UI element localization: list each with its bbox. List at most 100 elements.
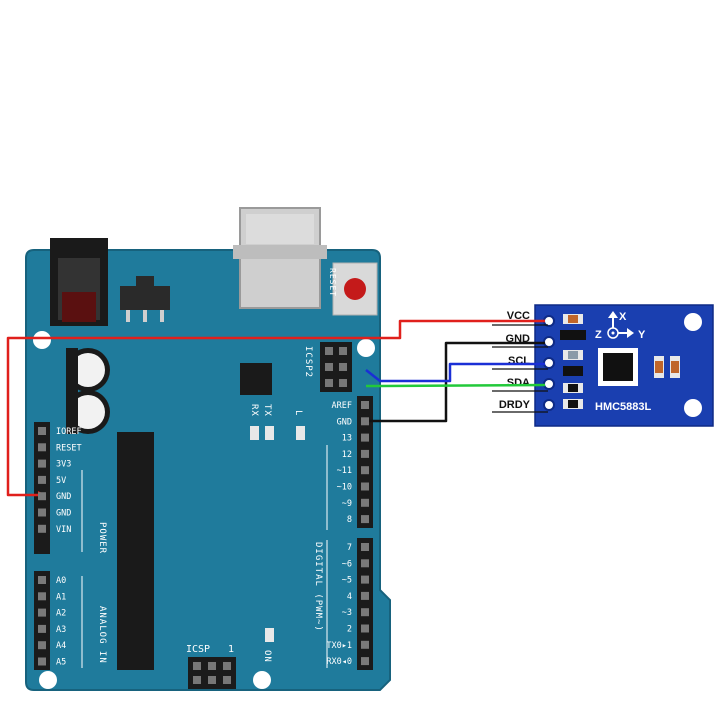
digital-pin-hole (361, 417, 369, 426)
wire-scl-to-scl (365, 362, 545, 383)
digital-pin-label: RX0◂0 (326, 657, 352, 667)
led-indicators: TX RX L (249, 404, 305, 440)
analog-pin-label: A3 (56, 625, 66, 635)
sensor-pin-holes (543, 315, 555, 411)
digital-pin-label: 7 (347, 543, 352, 553)
digital-pin-label: 12 (342, 450, 352, 460)
axis-indicator: X Y Z (595, 311, 646, 341)
microcontroller-chip (117, 432, 154, 670)
digital-pin-label: ~3 (342, 608, 352, 618)
reset-button: RESET (328, 262, 378, 316)
usb-connector (233, 207, 327, 309)
hmc5883l-module: X Y Z HMC5883L (534, 304, 714, 427)
digital-pin-hole (361, 575, 369, 584)
digital-pin-hole (361, 657, 369, 666)
capacitor (66, 390, 110, 434)
wire-sda-to-sda (366, 383, 546, 388)
sensor-name: HMC5883L (595, 401, 652, 413)
digital-bottom-header (357, 538, 373, 670)
power-header (34, 422, 50, 554)
icsp-header: ICSP 1 (186, 644, 236, 689)
digital-pin-label: 2 (347, 625, 352, 635)
digital-pin-hole (361, 543, 369, 551)
digital-pin-hole (361, 591, 369, 600)
smd-components (560, 314, 680, 409)
digital-top-header (357, 396, 373, 528)
z-axis-label: Z (595, 329, 602, 341)
digital-pin-label: 8 (347, 515, 352, 525)
digital-pin-label: ~6 (342, 559, 352, 569)
l-led (296, 426, 305, 440)
usb-chip (240, 363, 272, 395)
reset-label: RESET (328, 268, 337, 297)
power-pin-label: 5V (56, 476, 66, 486)
magnetometer-chip (598, 348, 638, 386)
sensor-pin-sda: SDA (507, 377, 530, 389)
analog-header-label: ANALOG IN (97, 606, 107, 664)
digital-pin-hole (361, 482, 369, 491)
digital-pin-hole (361, 433, 369, 442)
icsp-pin1-label: 1 (228, 644, 234, 655)
analog-pin-hole (38, 641, 46, 650)
digital-pin-label: ~10 (337, 483, 352, 493)
digital-pin-label: ~11 (337, 466, 352, 476)
power-jack (50, 238, 108, 326)
digital-pin-hole (361, 559, 369, 568)
power-pin-label: GND (56, 509, 71, 519)
power-pin-hole (38, 524, 46, 533)
icsp-label: ICSP (186, 644, 210, 655)
power-header-label: POWER (97, 522, 107, 554)
digital-pin-hole (361, 515, 369, 524)
analog-pin-hole (38, 592, 46, 601)
analog-pin-hole (38, 576, 46, 584)
mounting-hole (39, 671, 57, 689)
icsp2-header: ICSP2 (303, 342, 352, 392)
power-pin-label: VIN (56, 525, 71, 535)
wires (6, 319, 546, 497)
analog-pin-label: A2 (56, 609, 66, 619)
sensor-pin-underlines (492, 324, 548, 413)
x-axis-arrow-icon (608, 311, 618, 318)
power-pin-hole (38, 443, 46, 452)
sensor-pin-drdy: DRDY (499, 399, 531, 411)
power-pin-hole (38, 508, 46, 517)
x-axis-label: X (619, 311, 627, 323)
header-pins: IOREFRESET3V35VGNDGNDVINA0A1A2A3A4A5AREF… (38, 401, 369, 668)
digital-pin-hole (361, 640, 369, 649)
voltage-regulator (120, 276, 170, 322)
digital-pin-label: 13 (342, 434, 352, 444)
digital-pin-hole (361, 449, 369, 458)
capacitor (66, 348, 110, 392)
y-axis-label: Y (638, 329, 646, 341)
on-led: ON (262, 628, 274, 663)
rx-led (250, 426, 259, 440)
rx-label: RX (249, 404, 259, 417)
digital-pin-label: AREF (332, 401, 352, 411)
tx-led (265, 426, 274, 440)
analog-pin-label: A1 (56, 592, 66, 602)
digital-pin-label: TX0▸1 (326, 641, 352, 651)
digital-pin-hole (361, 466, 369, 475)
icsp2-label: ICSP2 (303, 346, 313, 378)
mounting-hole (33, 331, 51, 349)
mounting-hole (684, 399, 702, 417)
digital-header-label: DIGITAL (PWM~) (313, 542, 323, 632)
analog-pin-hole (38, 657, 46, 666)
digital-pin-label: 4 (347, 592, 352, 602)
y-axis-arrow-icon (627, 328, 634, 338)
wire-5v-to-vcc (6, 319, 545, 497)
analog-pin-label: A5 (56, 658, 66, 668)
power-pin-hole (38, 459, 46, 468)
mounting-hole (253, 671, 271, 689)
digital-pin-hole (361, 624, 369, 633)
analog-pin-hole (38, 624, 46, 633)
digital-pin-hole (361, 608, 369, 617)
power-pin-label: IOREF (56, 427, 82, 437)
digital-pin-hole (361, 498, 369, 507)
power-pin-label: RESET (56, 443, 82, 453)
analog-pin-hole (38, 608, 46, 617)
power-pin-label: 3V3 (56, 460, 71, 470)
digital-pin-label: GND (337, 417, 352, 427)
arduino-board: RESET ICSP2 TX RX (25, 207, 391, 691)
